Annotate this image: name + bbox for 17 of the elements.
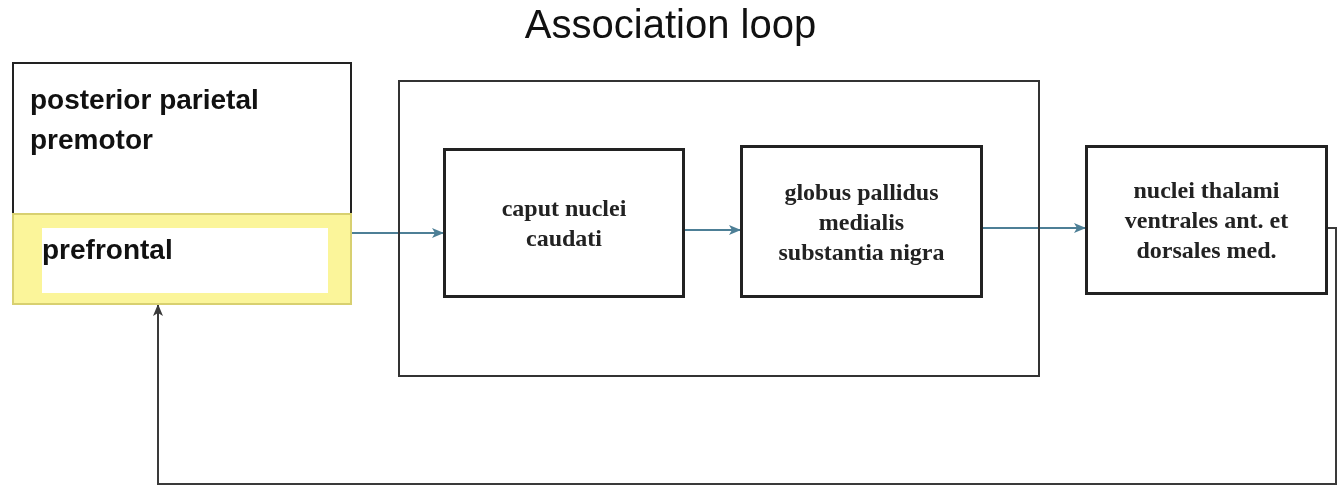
- node-label: globus pallidus medialis substantia nigra: [777, 177, 946, 267]
- process-box: [1085, 145, 1328, 295]
- process-box: [443, 148, 685, 298]
- arrow: [153, 227, 1337, 485]
- group-frame: [398, 80, 1040, 377]
- process-box: [740, 145, 983, 298]
- area-label: premotor: [30, 123, 153, 157]
- area-label: posterior parietal: [30, 83, 259, 117]
- arrow: [982, 223, 1086, 233]
- node-label: nuclei thalami ventrales ant. et dorsales med.: [1123, 176, 1290, 265]
- highlight-band: [12, 213, 352, 305]
- node-label: caput nuclei caudati: [500, 194, 628, 253]
- diagram-title: Association loop: [523, 2, 818, 47]
- arrow: [351, 228, 444, 238]
- area-label: prefrontal: [42, 233, 173, 267]
- cortex-box: [12, 62, 352, 305]
- arrow: [684, 225, 741, 235]
